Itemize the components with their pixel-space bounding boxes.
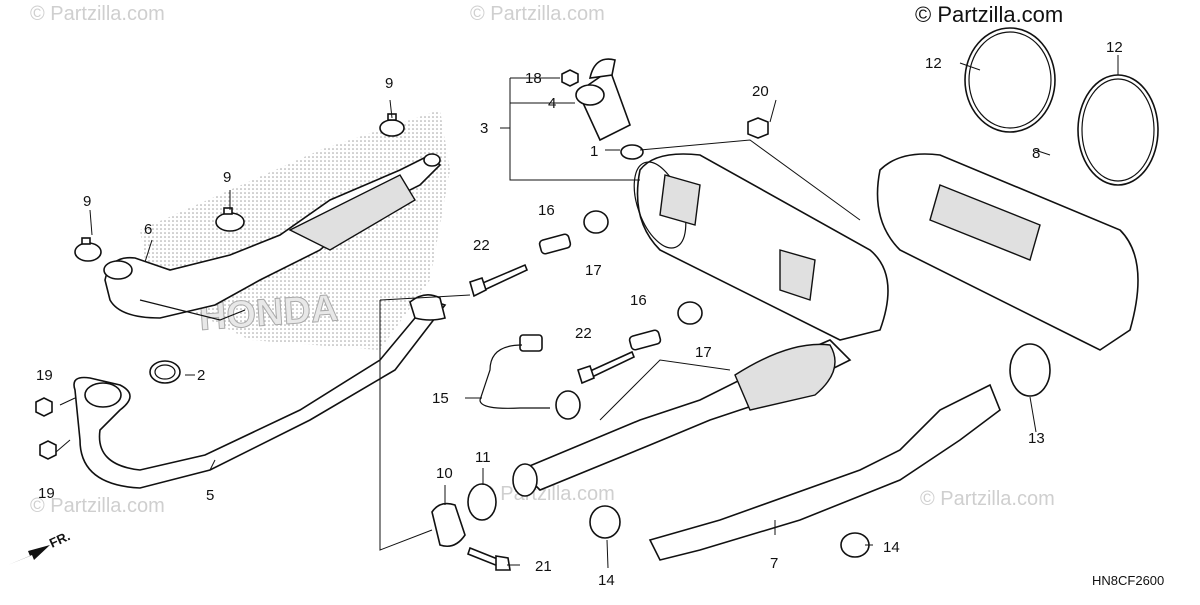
part-13-clamp[interactable] [1009,343,1051,397]
callout-8: 8 [1032,145,1040,162]
callout-17: 17 [695,344,712,361]
callout-21: 21 [535,558,552,575]
part-7-heat-shield[interactable] [648,383,1001,561]
callout-17: 17 [585,262,602,279]
part-8-muffler-protector[interactable] [876,153,1139,351]
callout-7: 7 [770,555,778,572]
part-6-exhaust-pipe[interactable] [103,153,442,321]
part-10-clamp[interactable] [431,502,466,548]
part-2-gasket[interactable] [149,360,181,384]
callout-13: 13 [1028,430,1045,447]
watermark: © Partzilla.com [30,3,165,25]
callout-19: 19 [36,367,53,384]
callout-14: 14 [883,539,900,556]
callout-6: 6 [144,221,152,238]
callout-4: 4 [548,95,556,112]
callout-22: 22 [575,325,592,342]
callout-16: 16 [630,292,647,309]
part-19-nut[interactable] [35,397,53,417]
part-17-grommet[interactable] [677,301,703,325]
part-19-nut[interactable] [39,440,57,460]
part-22-bolt[interactable] [469,263,529,298]
honda-logo-text: HONDA [198,287,340,339]
part-17-grommet[interactable] [583,210,609,234]
watermark: © Partzilla.com [480,483,615,505]
callout-12: 12 [925,55,942,72]
callouts: 18 4 3 1 20 16 17 22 16 17 22 15 9 9 9 6… [36,39,1123,589]
front-arrow-icon: FR. [8,528,72,565]
part-18-bolt[interactable] [561,69,579,87]
part-4-spark-arrester[interactable] [575,58,631,142]
callout-11: 11 [475,449,491,466]
watermark: © Partzilla.com [30,495,165,517]
callout-9: 9 [385,75,393,92]
part-5-exhaust-pipe[interactable] [73,294,447,489]
callout-14: 14 [598,572,615,589]
callout-19: 19 [38,485,55,502]
callout-3: 3 [480,120,488,137]
callout-10: 10 [436,465,453,482]
part-9-clamp[interactable] [215,207,245,232]
watermark: © Partzilla.com [470,3,605,25]
part-15-o2-sensor[interactable] [479,334,581,420]
part-1-gasket[interactable] [620,144,644,160]
part-22-bolt[interactable] [577,350,636,385]
part-12-band[interactable] [964,27,1056,133]
copyright-text: © Partzilla.com [915,2,1063,27]
callout-18: 18 [525,70,542,87]
callout-15: 15 [432,390,449,407]
callout-22: 22 [473,237,490,254]
callout-20: 20 [752,83,769,100]
catalyst-pipe[interactable] [512,339,852,497]
diagram-code: HN8CF2600 [1092,573,1164,588]
callout-5: 5 [206,487,214,504]
part-12-band[interactable] [1077,74,1159,186]
part-14-clamp[interactable] [840,532,870,558]
callout-12: 12 [1106,39,1123,56]
part-16-collar[interactable] [538,233,572,255]
part-20-nut[interactable] [747,117,769,139]
front-label: FR. [47,528,72,550]
part-16-collar[interactable] [628,329,662,351]
callout-2: 2 [197,367,205,384]
callout-16: 16 [538,202,555,219]
callout-1: 1 [590,143,598,160]
watermark: © Partzilla.com [920,488,1055,510]
leader-lines [55,55,1119,569]
part-21-bolt[interactable] [467,546,511,571]
part-11-gasket[interactable] [467,483,497,521]
callout-9: 9 [223,169,231,186]
muffler-assembly[interactable] [624,153,889,341]
callout-9: 9 [83,193,91,210]
part-9-clamp[interactable] [74,237,102,262]
part-14-clamp[interactable] [589,505,621,539]
